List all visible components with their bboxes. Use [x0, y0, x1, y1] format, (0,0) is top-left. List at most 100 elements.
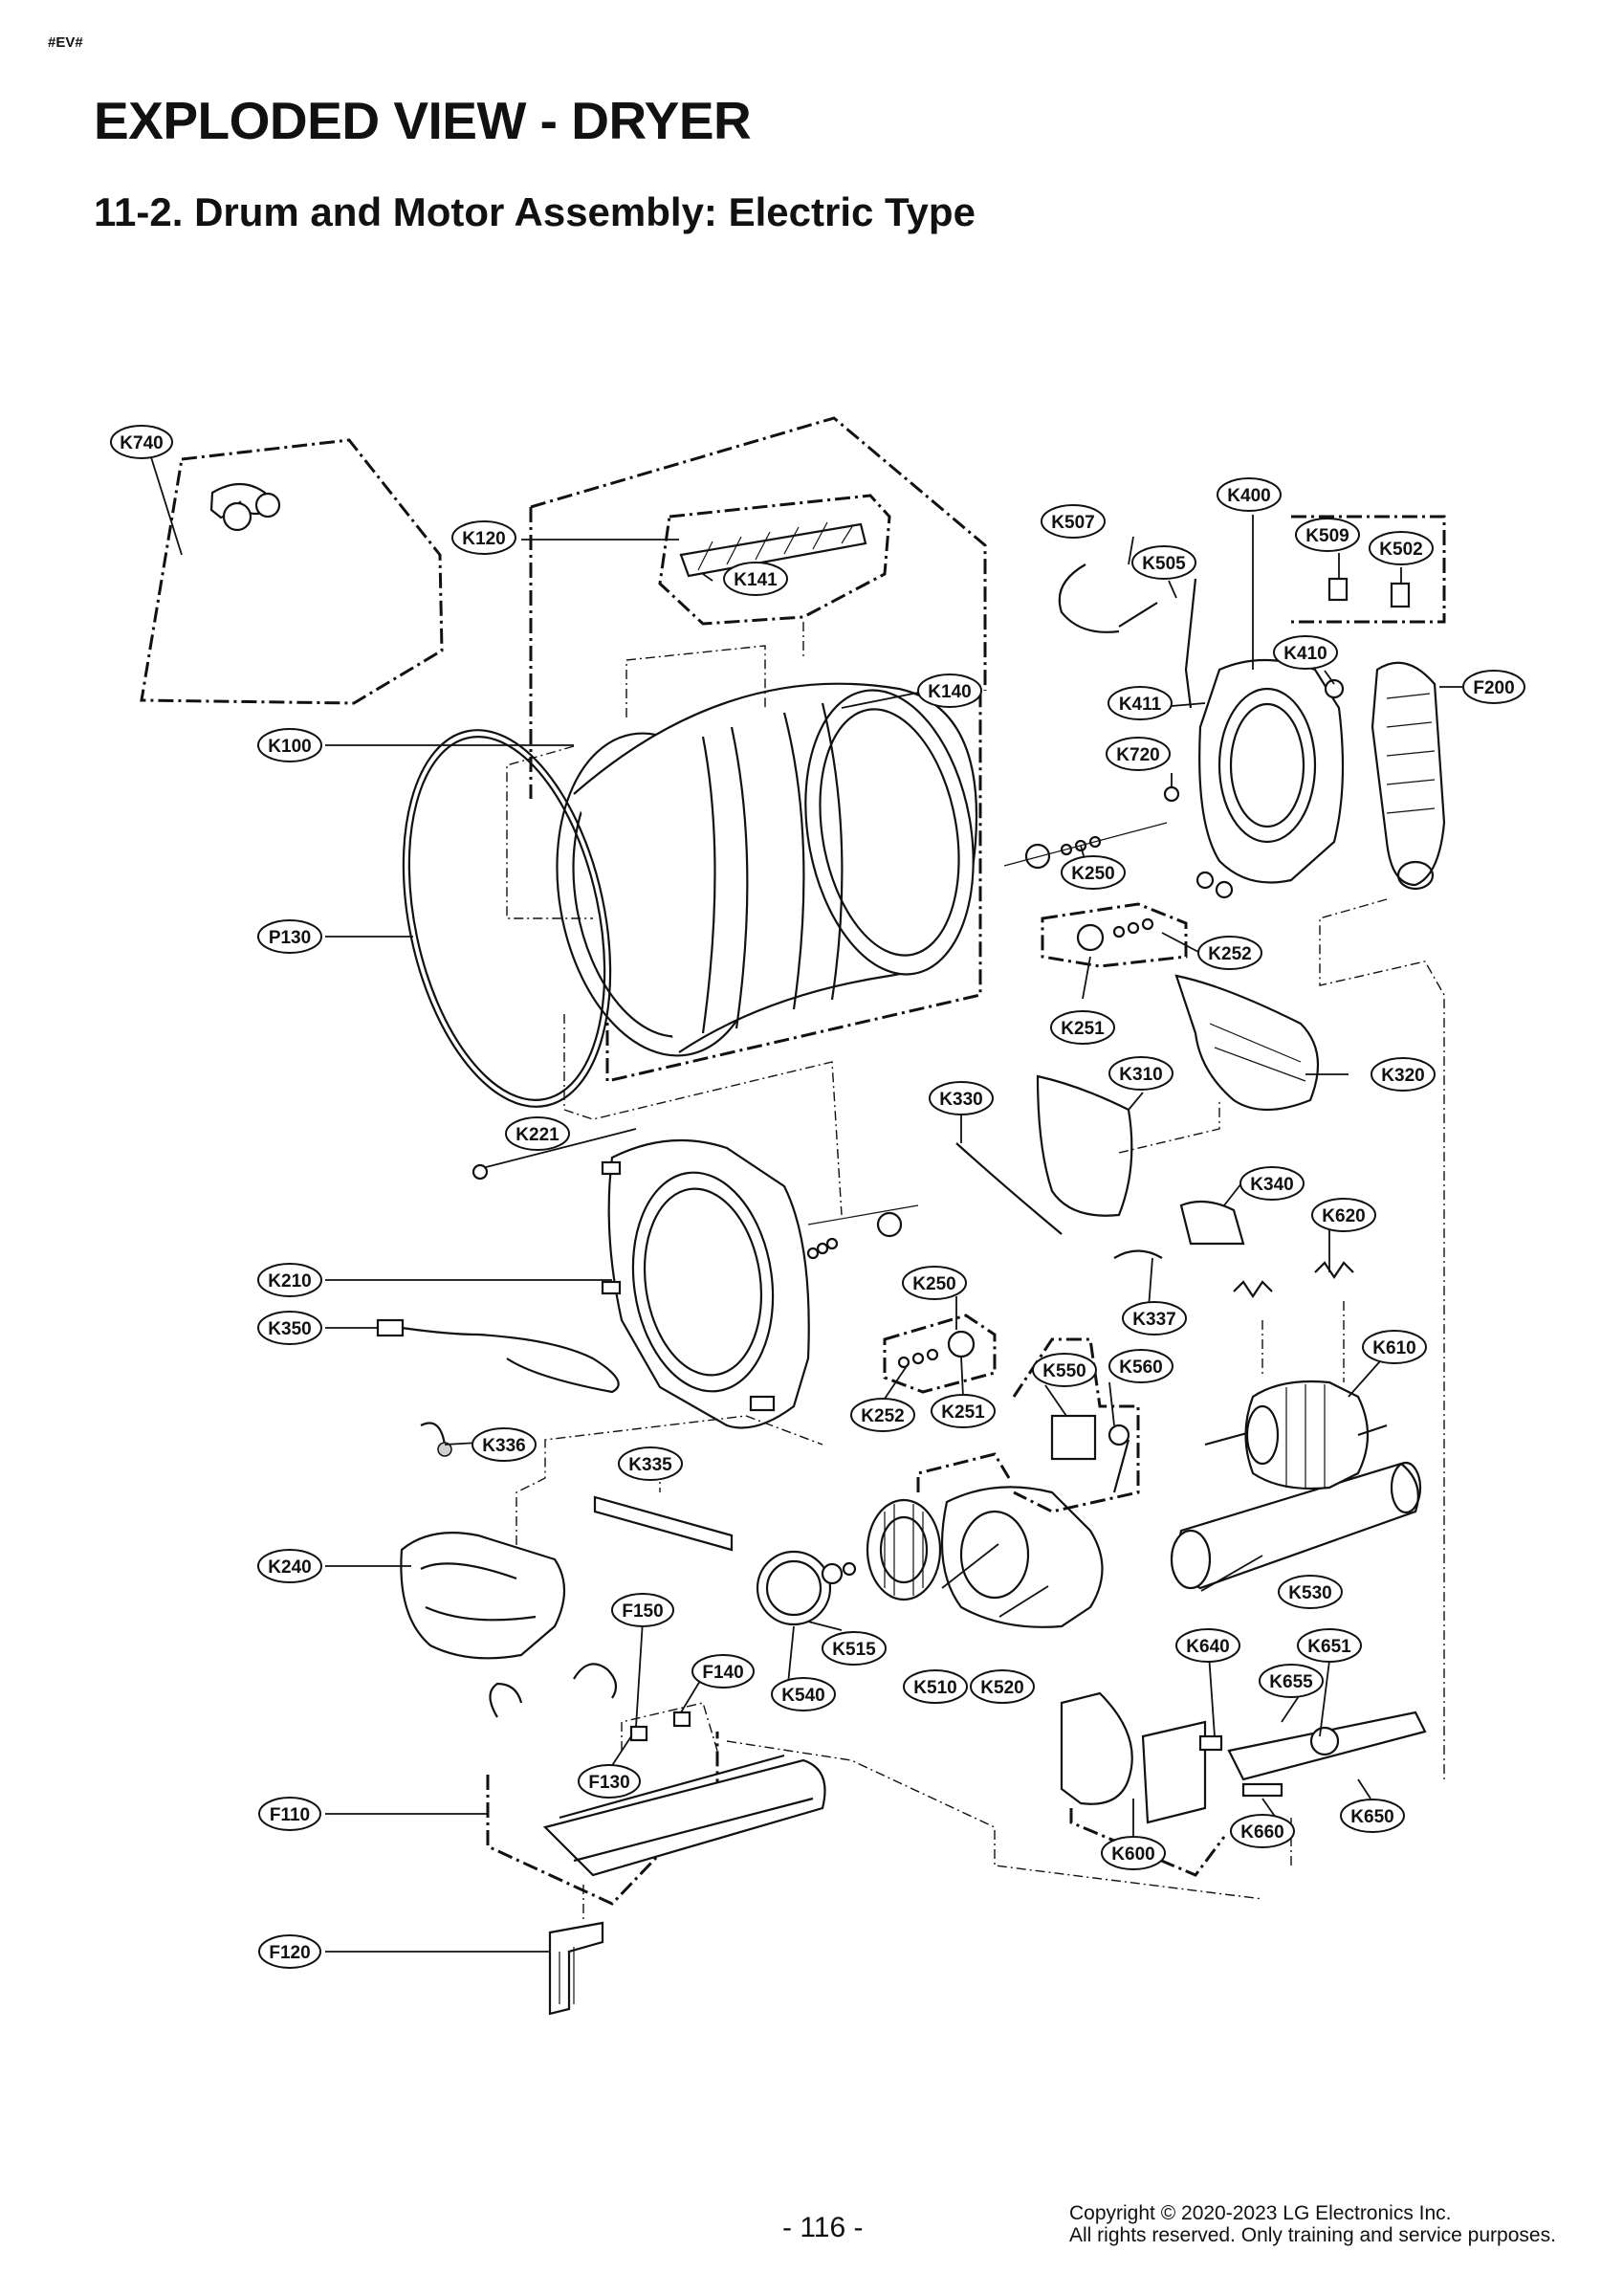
- callout-k515: K515: [822, 1631, 887, 1666]
- callout-k251a: K251: [1050, 1010, 1115, 1045]
- callout-k350: K350: [257, 1311, 322, 1345]
- callout-k336: K336: [472, 1427, 537, 1462]
- callout-k250b: K250: [902, 1266, 967, 1300]
- callout-k640: K640: [1175, 1628, 1240, 1663]
- callout-label: K550: [1042, 1361, 1086, 1381]
- callout-label: K411: [1119, 695, 1162, 715]
- callout-k507: K507: [1041, 504, 1106, 539]
- callout-label: K252: [861, 1406, 904, 1426]
- callout-k560: K560: [1108, 1349, 1173, 1383]
- callout-k411: K411: [1108, 686, 1173, 720]
- part-k507-k505-sensors: [1058, 563, 1197, 803]
- callout-f140: F140: [691, 1654, 755, 1689]
- callout-label: F130: [588, 1773, 629, 1793]
- callout-k252a: K252: [1197, 936, 1262, 970]
- callout-k100: K100: [257, 728, 322, 762]
- callout-k250a: K250: [1061, 855, 1126, 890]
- section-subtitle: 11-2. Drum and Motor Assembly: Electric …: [94, 189, 976, 234]
- callout-k655: K655: [1259, 1664, 1324, 1698]
- part-k335-bracket: [593, 1468, 734, 1552]
- callout-label: K651: [1307, 1637, 1351, 1657]
- part-k610-motor: [1204, 1301, 1388, 1490]
- callout-f110: F110: [258, 1797, 321, 1831]
- callout-label: K320: [1381, 1066, 1424, 1086]
- callout-k337: K337: [1122, 1301, 1187, 1336]
- callout-label: K740: [120, 433, 163, 453]
- part-k620-springs: [1233, 1261, 1354, 1298]
- callout-k320: K320: [1371, 1057, 1436, 1092]
- part-k740-vent-bag: [140, 438, 444, 705]
- part-k221-screw: [472, 1128, 637, 1181]
- page-title: EXPLODED VIEW - DRYER: [94, 91, 752, 150]
- callout-f130: F130: [578, 1764, 641, 1799]
- callout-k400: K400: [1217, 477, 1282, 512]
- callout-label: K410: [1283, 644, 1327, 664]
- callout-label: P130: [269, 928, 311, 948]
- callout-label: K330: [939, 1090, 982, 1110]
- callout-label: K221: [515, 1125, 559, 1145]
- part-front-roller-group: [883, 1314, 997, 1394]
- callout-label: K660: [1240, 1822, 1283, 1843]
- callout-label: K336: [482, 1436, 525, 1456]
- part-f200-duct: [1319, 661, 1446, 1779]
- part-k210-front-bulkhead: [601, 1138, 919, 1429]
- callout-label: K337: [1132, 1310, 1175, 1330]
- callout-label: K505: [1142, 554, 1186, 574]
- callout-label: K600: [1111, 1844, 1154, 1865]
- callout-k530: K530: [1278, 1575, 1343, 1609]
- callout-k740: K740: [110, 425, 173, 459]
- callout-label: K515: [832, 1640, 876, 1660]
- callout-label: K560: [1119, 1358, 1162, 1378]
- callout-k221: K221: [505, 1116, 570, 1151]
- callout-k660: K660: [1230, 1814, 1295, 1848]
- document-tag: #EV#: [48, 34, 83, 51]
- callout-label: K530: [1288, 1583, 1331, 1603]
- part-k400-rear-bulkhead: [1198, 515, 1446, 884]
- callout-label: F110: [270, 1805, 310, 1825]
- callout-label: K140: [928, 682, 971, 702]
- part-k530-duct: [1170, 1461, 1422, 1590]
- callout-label: F120: [269, 1943, 310, 1963]
- callout-k550: K550: [1032, 1353, 1097, 1387]
- callout-k410: K410: [1273, 635, 1338, 670]
- callout-label: K120: [462, 529, 505, 549]
- callout-k210: K210: [257, 1263, 322, 1297]
- callout-label: K620: [1322, 1206, 1365, 1226]
- callout-k540: K540: [771, 1677, 836, 1711]
- part-k336-clip: [420, 1422, 452, 1457]
- part-k240-filter-housing: [400, 1415, 823, 1660]
- callout-k502: K502: [1369, 531, 1434, 565]
- callout-label: K350: [268, 1319, 311, 1339]
- callout-f200: F200: [1462, 670, 1525, 704]
- callout-label: K400: [1227, 486, 1270, 506]
- callout-k651: K651: [1297, 1628, 1362, 1663]
- callout-label: K250: [912, 1274, 955, 1294]
- part-p130-gasket: [402, 729, 843, 1216]
- callout-f120: F120: [258, 1934, 321, 1969]
- callout-f150: F150: [611, 1593, 674, 1627]
- callout-label: K655: [1269, 1672, 1313, 1692]
- callout-k310: K310: [1108, 1056, 1173, 1091]
- callout-label: K640: [1186, 1637, 1229, 1657]
- copyright-notice: Copyright © 2020-2023 LG Electronics Inc…: [1069, 2202, 1556, 2246]
- callout-label: F140: [702, 1663, 743, 1683]
- callout-k600: K600: [1101, 1836, 1166, 1870]
- part-k350-harness: [376, 1318, 620, 1394]
- callout-k720: K720: [1106, 737, 1171, 771]
- callout-k251b: K251: [931, 1394, 996, 1428]
- callout-label: K210: [268, 1271, 311, 1292]
- callout-label: K100: [268, 737, 311, 757]
- callout-label: K240: [268, 1557, 311, 1578]
- callout-label: K507: [1051, 513, 1094, 533]
- callout-label: K340: [1250, 1175, 1293, 1195]
- callout-k141: K141: [723, 562, 788, 596]
- callout-label: F150: [622, 1601, 663, 1622]
- callout-label: K540: [781, 1686, 824, 1706]
- page-number: - 116 -: [782, 2212, 864, 2243]
- callout-k520: K520: [970, 1669, 1035, 1704]
- part-lint-duct-group: [955, 974, 1320, 1259]
- callout-k509: K509: [1295, 518, 1360, 552]
- callout-label: K251: [941, 1402, 985, 1423]
- callout-label: K250: [1071, 864, 1114, 884]
